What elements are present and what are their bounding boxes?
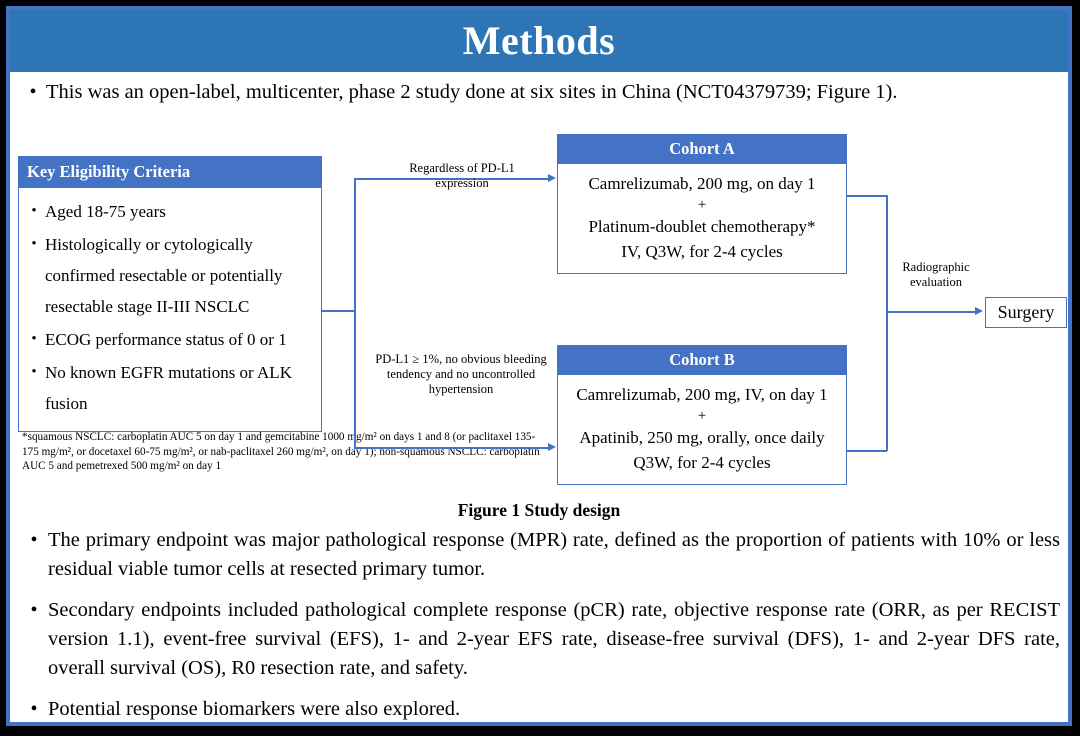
connector-label-radiographic: Radiographic evaluation — [902, 260, 970, 289]
cohort-b-header: Cohort B — [558, 346, 846, 375]
figure-caption: Figure 1 Study design — [457, 500, 621, 520]
bullet-marker-icon: • — [31, 364, 37, 380]
arrow-head-icon — [975, 306, 983, 315]
connector-to-surgery — [886, 311, 976, 313]
list-item: • The primary endpoint was major patholo… — [20, 526, 1060, 584]
bullet-marker-icon: • — [31, 331, 37, 347]
bullet-marker-icon: • — [31, 236, 37, 252]
bullet-marker-icon: • — [30, 599, 38, 621]
connector-stem — [322, 310, 355, 312]
connector-cohort-b-out — [847, 450, 887, 452]
connector-to-cohort-b — [354, 447, 549, 449]
connector-label-regardless: Regardless of PD-L1 expression — [409, 161, 515, 190]
cohort-b-line2: Apatinib, 250 mg, orally, once daily — [579, 428, 825, 447]
cohort-a-line2: Platinum-doublet chemotherapy* — [588, 217, 816, 236]
eligibility-list: • Aged 18-75 years • Histologically or c… — [19, 188, 321, 431]
page-title: Methods — [462, 18, 616, 63]
list-item: • Potential response biomarkers were als… — [20, 695, 1060, 724]
eligibility-item-text: Aged 18-75 years — [45, 202, 166, 221]
cohort-a-line1: Camrelizumab, 200 mg, on day 1 — [588, 174, 816, 193]
cohort-b-body: Camrelizumab, 200 mg, IV, on day 1 + Apa… — [558, 375, 846, 484]
cohort-a-box: Cohort A Camrelizumab, 200 mg, on day 1 … — [557, 134, 847, 274]
eligibility-header: Key Eligibility Criteria — [19, 157, 321, 188]
figure-footnote: *squamous NSCLC: carboplatin AUC 5 on da… — [22, 431, 540, 472]
cohort-a-body: Camrelizumab, 200 mg, on day 1 + Platinu… — [558, 164, 846, 273]
cohort-b-line1: Camrelizumab, 200 mg, IV, on day 1 — [576, 385, 828, 404]
eligibility-item-text: ECOG performance status of 0 or 1 — [45, 330, 287, 349]
bullet-marker-icon: • — [31, 203, 37, 219]
connector-merge-riser — [886, 195, 888, 451]
bottom-bullet-text: The primary endpoint was major pathologi… — [48, 529, 1060, 580]
eligibility-item-text: Histologically or cytologically confirme… — [45, 235, 283, 316]
lead-bullet: • This was an open-label, multicenter, p… — [20, 78, 1060, 106]
cohort-a-line3: IV, Q3W, for 2-4 cycles — [621, 242, 783, 261]
cohort-b-plus: + — [697, 408, 707, 424]
lead-bullet-text: This was an open-label, multicenter, pha… — [46, 81, 898, 103]
connector-riser — [354, 178, 356, 448]
cohort-b-line3: Q3W, for 2-4 cycles — [633, 453, 771, 472]
slide-frame: Methods • This was an open-label, multic… — [6, 6, 1072, 726]
bullet-marker-icon: • — [30, 529, 38, 551]
cohort-a-plus: + — [697, 197, 707, 213]
arrow-head-icon — [548, 173, 556, 182]
title-banner: Methods — [10, 10, 1068, 72]
list-item: • ECOG performance status of 0 or 1 — [23, 324, 315, 355]
eligibility-criteria-box: Key Eligibility Criteria • Aged 18-75 ye… — [18, 156, 322, 432]
list-item: • No known EGFR mutations or ALK fusion — [23, 357, 315, 419]
bottom-bullet-text: Secondary endpoints included pathologica… — [48, 599, 1060, 679]
connector-to-cohort-a — [354, 178, 549, 180]
bullet-marker-icon: • — [29, 81, 37, 103]
bottom-bullet-text: Potential response biomarkers were also … — [48, 698, 461, 720]
connector-label-pdl1: PD-L1 ≥ 1%, no obvious bleeding tendency… — [375, 352, 547, 396]
eligibility-item-text: No known EGFR mutations or ALK fusion — [45, 363, 292, 413]
study-design-diagram: Key Eligibility Criteria • Aged 18-75 ye… — [10, 120, 1068, 500]
surgery-box: Surgery — [985, 297, 1067, 328]
bullet-marker-icon: • — [30, 698, 38, 720]
surgery-label: Surgery — [997, 302, 1055, 322]
list-item: • Secondary endpoints included pathologi… — [20, 596, 1060, 683]
cohort-b-box: Cohort B Camrelizumab, 200 mg, IV, on da… — [557, 345, 847, 485]
bottom-bullet-list: • The primary endpoint was major patholo… — [20, 526, 1060, 736]
list-item: • Histologically or cytologically confir… — [23, 229, 315, 322]
arrow-head-icon — [548, 442, 556, 451]
list-item: • Aged 18-75 years — [23, 196, 315, 227]
connector-cohort-a-out — [847, 195, 887, 197]
cohort-a-header: Cohort A — [558, 135, 846, 164]
